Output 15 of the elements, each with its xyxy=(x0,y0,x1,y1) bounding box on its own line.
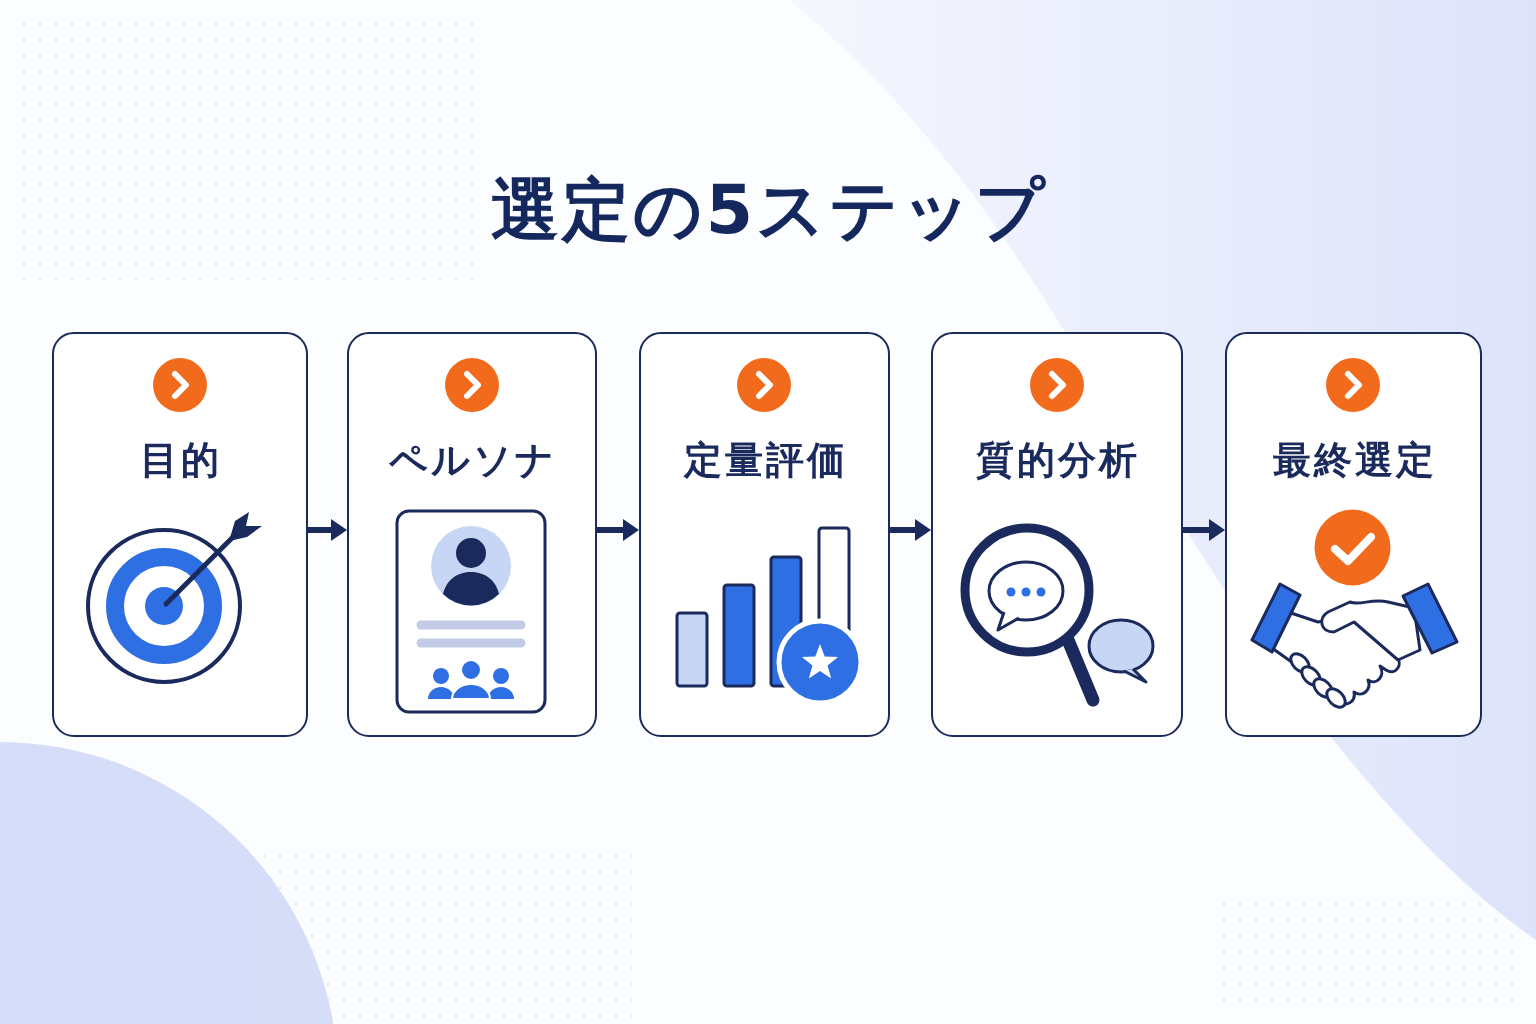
step-title: 目的 xyxy=(139,441,222,479)
title: 選定の5ステップ xyxy=(489,176,1049,244)
arrow xyxy=(890,519,931,541)
arrow xyxy=(1183,519,1225,541)
step-card xyxy=(347,332,597,737)
step-card xyxy=(639,332,890,737)
step-title: ペルソナ xyxy=(388,441,557,479)
step-title: 質的分析 xyxy=(975,441,1140,479)
step-card xyxy=(931,332,1183,737)
step-card xyxy=(52,332,308,737)
step-card xyxy=(1225,332,1482,737)
step-title: 最終選定 xyxy=(1271,441,1437,479)
step-title: 定量評価 xyxy=(682,441,848,479)
arrow xyxy=(597,519,639,541)
arrow xyxy=(308,519,347,541)
